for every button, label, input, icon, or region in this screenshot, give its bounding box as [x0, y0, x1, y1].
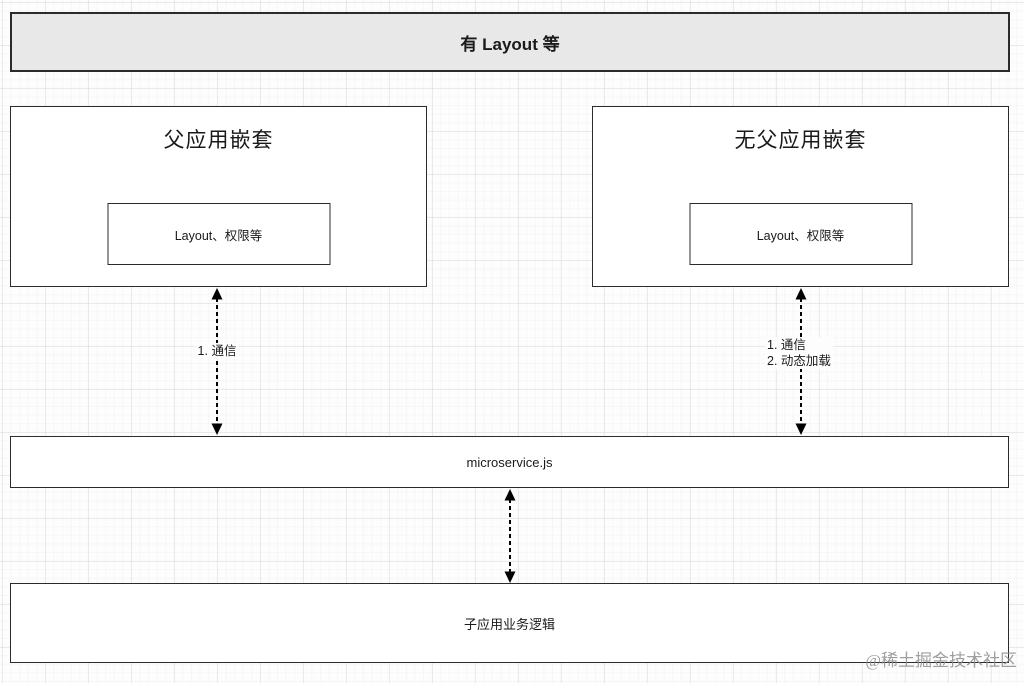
parent-app-layout-box: Layout、权限等	[107, 203, 330, 265]
no-parent-arrow-label: 1. 通信 2. 动态加载	[765, 337, 833, 369]
header-label: 有 Layout 等	[460, 34, 560, 54]
microservice-to-child-arrow	[504, 489, 516, 583]
parent-app-layout-label: Layout、权限等	[174, 228, 263, 243]
no-parent-app-layout-box: Layout、权限等	[689, 203, 912, 265]
child-logic-box: 子应用业务逻辑	[10, 583, 1009, 663]
microservice-label: microservice.js	[466, 454, 553, 470]
no-parent-app-layout-label: Layout、权限等	[756, 228, 845, 243]
parent-app-box: 父应用嵌套 Layout、权限等	[10, 106, 427, 287]
no-parent-arrow-label-line2: 2. 动态加载	[767, 354, 831, 368]
header-box: 有 Layout 等	[10, 12, 1010, 72]
no-parent-arrow-label-line1: 1. 通信	[767, 338, 806, 352]
parent-to-microservice-arrow	[211, 288, 223, 435]
no-parent-app-title: 无父应用嵌套	[734, 129, 867, 152]
parent-arrow-label: 1. 通信	[195, 343, 239, 359]
child-logic-label: 子应用业务逻辑	[463, 616, 555, 632]
no-parent-app-box: 无父应用嵌套 Layout、权限等	[592, 106, 1009, 287]
microservice-box: microservice.js	[10, 436, 1009, 488]
parent-app-title: 父应用嵌套	[163, 129, 274, 152]
